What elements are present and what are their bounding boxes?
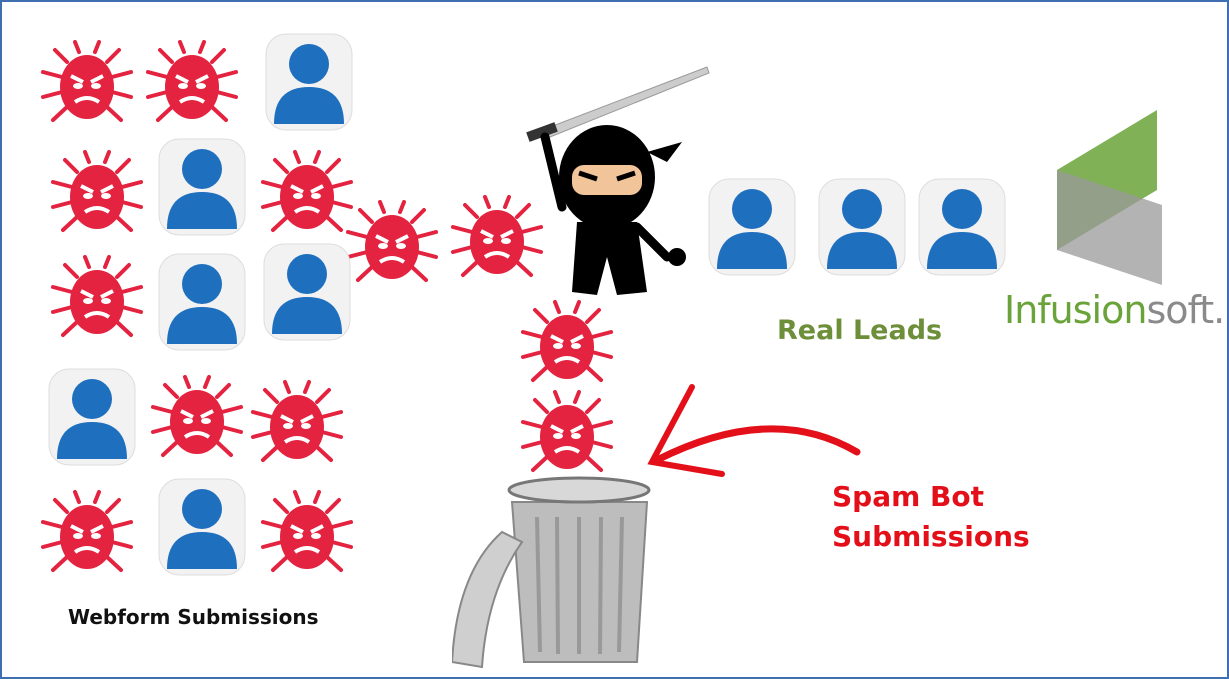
person-icon <box>917 177 1007 277</box>
spam-bot-label-line2: Submissions <box>832 520 1030 553</box>
bug-icon <box>517 292 617 392</box>
person-icon <box>47 367 137 467</box>
person-icon <box>707 177 797 277</box>
person-icon <box>262 242 352 342</box>
bug-icon <box>47 142 147 242</box>
person-icon <box>157 477 247 577</box>
bug-icon <box>37 32 137 132</box>
infusionsoft-logo <box>1057 110 1162 285</box>
bug-icon <box>342 192 442 292</box>
bug-icon <box>142 32 242 132</box>
arrow-icon <box>647 384 861 477</box>
webform-submissions-label: Webform Submissions <box>68 605 319 629</box>
bug-icon <box>47 247 147 347</box>
person-icon <box>264 32 354 132</box>
bug-icon <box>247 372 347 472</box>
bug-icon <box>517 382 617 482</box>
bug-icon <box>37 482 137 582</box>
person-icon <box>817 177 907 277</box>
trash-can-icon <box>452 476 651 669</box>
infusionsoft-wordmark: Infusionsoft. <box>1004 288 1225 332</box>
bug-icon <box>147 367 247 467</box>
person-icon <box>157 252 247 352</box>
bug-icon <box>257 482 357 582</box>
real-leads-label: Real Leads <box>777 315 943 346</box>
ninja-icon <box>526 66 710 295</box>
person-icon <box>157 137 247 237</box>
spam-bot-label-line1: Spam Bot <box>832 480 984 513</box>
